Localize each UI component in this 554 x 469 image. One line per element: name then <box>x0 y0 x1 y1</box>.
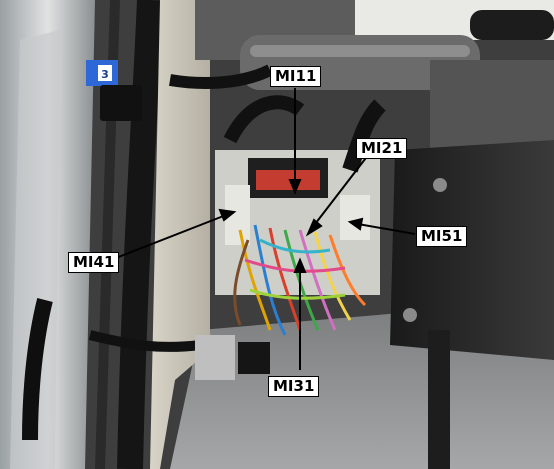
callout-mi11: MI11 <box>270 66 322 87</box>
corrugated-tube <box>22 298 53 441</box>
pedal-arm <box>428 330 450 469</box>
callout-mi21: MI21 <box>356 138 408 159</box>
connector-badge: 3 <box>101 68 109 81</box>
callout-mi41: MI41 <box>68 252 120 273</box>
leader-line-mi21 <box>311 149 373 229</box>
lower-dash-panel <box>390 140 554 360</box>
callout-mi51: MI51 <box>416 226 468 247</box>
callout-mi31: MI31 <box>268 376 320 397</box>
leader-lines <box>115 88 416 370</box>
leader-line-mi41 <box>115 214 227 259</box>
weatherstrip <box>117 0 163 469</box>
colored-wires <box>233 224 367 336</box>
leader-line-mi51 <box>357 223 416 235</box>
